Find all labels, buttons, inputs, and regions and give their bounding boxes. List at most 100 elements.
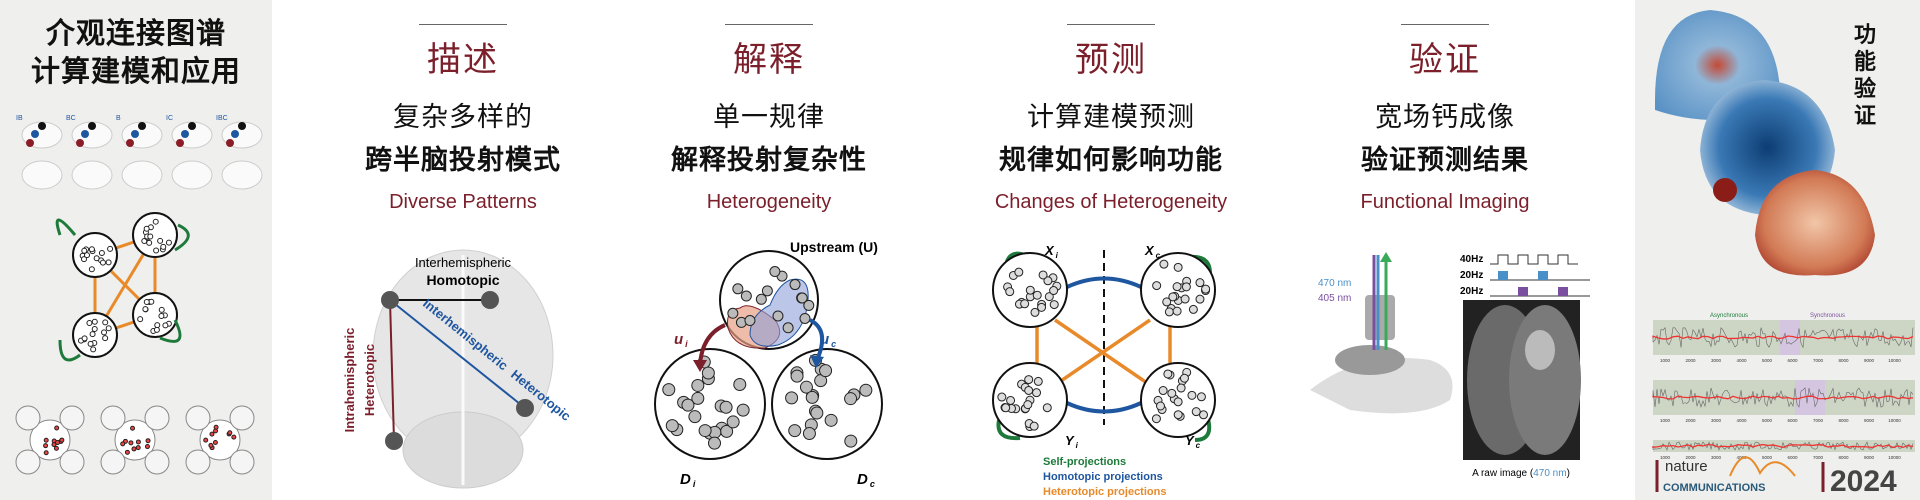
section-line2: 跨半脑投射模式: [365, 145, 561, 176]
x-tick-label: 1000: [1660, 418, 1671, 423]
x-tick-label: 4000: [1736, 358, 1747, 363]
section-explain: 解释 单一规律 解释投射复杂性 Heterogeneity: [619, 0, 919, 214]
neuron-dot: [55, 440, 61, 446]
neuron-dot: [691, 378, 705, 392]
neuron-dot: [212, 439, 218, 445]
neuron-dot: [701, 366, 715, 380]
x-tick-label: 9000: [1864, 358, 1875, 363]
pattern-label: BC: [66, 115, 76, 122]
cluster-circle: [59, 405, 85, 431]
upstream-label: Upstream (U): [790, 240, 878, 255]
neuron-dot: [120, 441, 126, 447]
neuron-dot: [789, 279, 801, 291]
neuron-dot: [1158, 386, 1168, 396]
neuron-dot: [1001, 403, 1011, 413]
neuron-dot: [144, 444, 150, 450]
sync-label: Synchronous: [1810, 313, 1845, 319]
neuron-dot: [59, 437, 65, 443]
cluster-circle: [199, 419, 241, 461]
x-tick-label: 5000: [1762, 358, 1773, 363]
svg-text:ui: ui: [674, 331, 688, 349]
vertical-char: 能: [1853, 50, 1876, 75]
neuron-dot: [769, 266, 781, 278]
neuron-dot: [688, 410, 702, 424]
neuron-dot: [1042, 403, 1052, 413]
x-tick-label: 6000: [1787, 418, 1798, 423]
pattern-label: IB: [16, 115, 23, 122]
neuron-dot: [53, 445, 59, 451]
vertical-title: 功 能 验 证: [1850, 22, 1880, 130]
neuron-dot: [1044, 292, 1054, 302]
async-label: Asynchronous: [1710, 313, 1748, 319]
section-english: Functional Imaging: [1360, 191, 1530, 213]
neuron-dot: [101, 329, 108, 336]
neuron-dot: [43, 450, 49, 456]
mouse-illustration: [1310, 358, 1453, 414]
cluster-circle: [144, 449, 170, 475]
neuron-dot: [81, 335, 88, 342]
neuron-dot: [231, 434, 237, 440]
x-tick-label: 8000: [1838, 358, 1849, 363]
neuron-dot: [1023, 400, 1033, 410]
neuron-dot: [803, 299, 815, 311]
neuron-dot: [1162, 297, 1172, 307]
label-intrahemispheric: Intrahemispheric: [342, 328, 357, 433]
section-english: Diverse Patterns: [389, 191, 537, 213]
neuron-dot: [208, 442, 214, 448]
u-i-label: u: [674, 331, 683, 348]
objective-lens: [1365, 295, 1395, 340]
section-validate: 验证 宽场钙成像 验证预测结果 Functional Imaging: [1295, 0, 1595, 214]
neuron-dot: [145, 438, 151, 444]
x-tick-label: 10000: [1888, 418, 1901, 423]
section-line1: 宽场钙成像: [1375, 102, 1515, 133]
section-heading: 预测: [1067, 24, 1155, 85]
neuron-dot: [1195, 278, 1205, 288]
neuron-dot: [1176, 383, 1186, 393]
section-heading: 解释: [725, 24, 813, 85]
section-english: Heterogeneity: [706, 191, 832, 213]
population-circle: [72, 232, 118, 278]
pattern-label: IC: [166, 115, 173, 122]
neuron-dot: [86, 319, 93, 326]
neuron-dot: [1167, 388, 1177, 398]
neuron-dot: [143, 225, 150, 232]
mean-trace: [1652, 335, 1914, 340]
neuron-dot: [744, 315, 756, 327]
d-i-subscript: i: [693, 479, 696, 489]
cluster-circle: [185, 405, 211, 431]
y-i-subscript: i: [1076, 441, 1079, 450]
y-c-subscript: c: [1196, 441, 1201, 450]
neuron-dot: [142, 306, 149, 313]
neuron-dot: [90, 346, 97, 353]
neuron-dot: [91, 318, 98, 325]
y-c-label: Y: [1185, 433, 1195, 448]
neuron-dot: [102, 319, 109, 326]
neuron-dot: [105, 259, 112, 266]
neuron-dot: [1033, 376, 1043, 386]
neuron-dot: [740, 290, 752, 302]
pattern-label: IBC: [216, 115, 228, 122]
neuron-dot: [146, 239, 153, 246]
neuron-dot: [844, 392, 858, 406]
neuron-dot: [819, 364, 833, 378]
neuron-dot: [1024, 375, 1034, 385]
legend-self: Self-projections: [1043, 456, 1126, 468]
neuron-dot: [128, 440, 134, 446]
hz-label: 40Hz: [1460, 254, 1483, 265]
neuron-dot: [1164, 307, 1174, 317]
node: [516, 399, 534, 417]
mean-trace: [1652, 443, 1914, 449]
neuron-dot: [1152, 281, 1162, 291]
neuron-dot: [43, 437, 49, 443]
mean-trace: [1652, 395, 1914, 400]
neuron-dot: [1163, 369, 1173, 379]
neuron-dot: [772, 310, 784, 322]
x-c-subscript: c: [1156, 251, 1161, 260]
year: 2024: [1830, 465, 1897, 498]
x-tick-label: 9000: [1864, 455, 1875, 460]
hz-label: 20Hz: [1460, 286, 1483, 297]
cluster-circle: [144, 405, 170, 431]
x-tick-label: 5000: [1762, 455, 1773, 460]
